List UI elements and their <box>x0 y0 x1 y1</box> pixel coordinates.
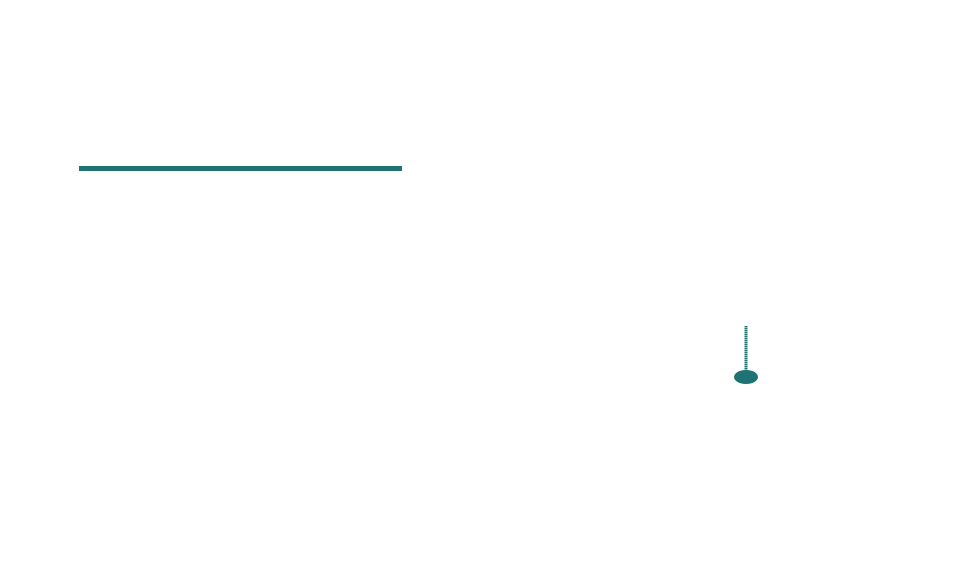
horizontal-rule <box>79 166 402 171</box>
pushpin-icon <box>734 326 758 384</box>
